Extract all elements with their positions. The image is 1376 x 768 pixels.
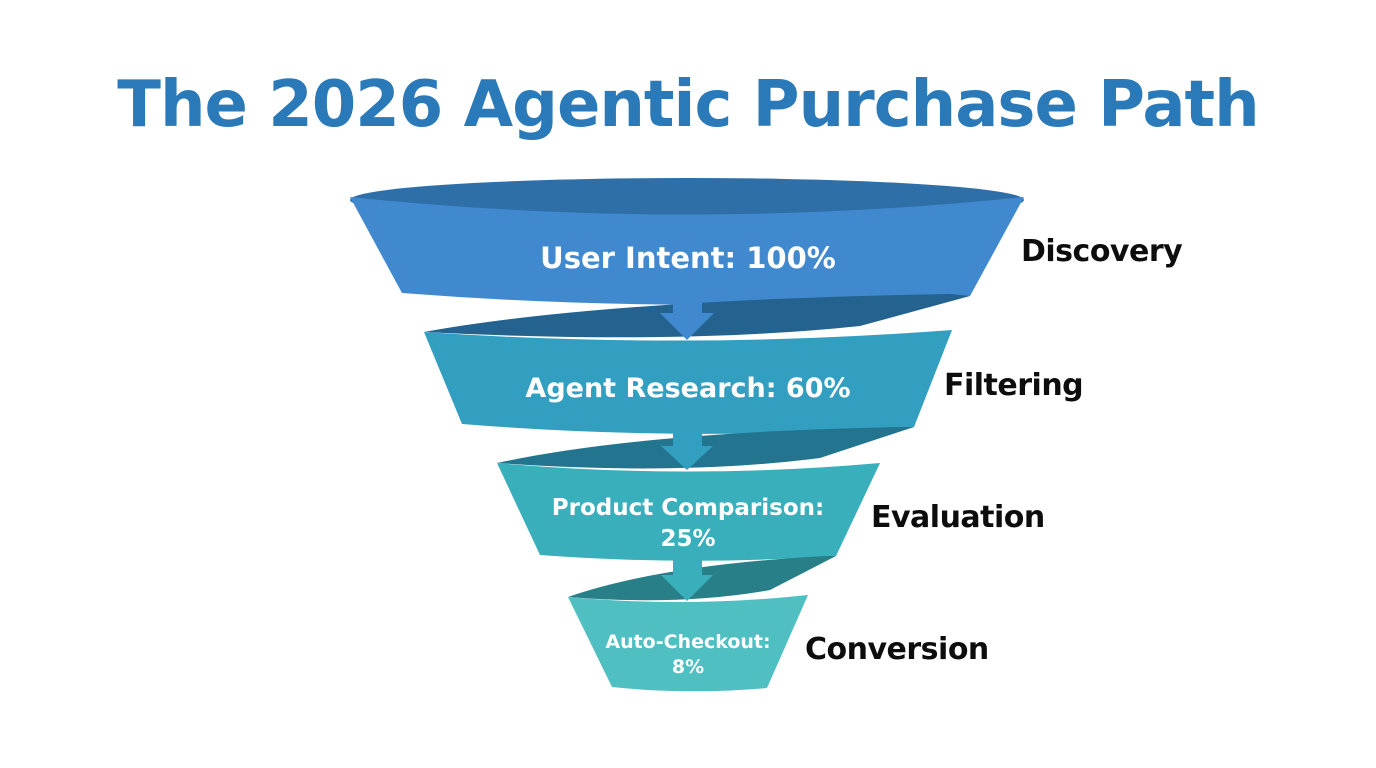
stage-1-body	[350, 197, 1024, 305]
chart-title: The 2026 Agentic Purchase Path	[117, 68, 1259, 142]
arrow-down-icon	[661, 560, 713, 601]
funnel-stage-agent-research: Agent Research: 60%	[424, 330, 952, 434]
phase-label-filtering: Filtering	[944, 368, 1084, 403]
arrow-down-icon	[661, 432, 713, 470]
phase-label-evaluation: Evaluation	[871, 500, 1045, 535]
stage-4-label-line-1: Auto-Checkout:	[605, 631, 770, 653]
funnel-stage-auto-checkout: Auto-Checkout: 8%	[568, 595, 808, 692]
stage-2-label: Agent Research: 60%	[525, 373, 850, 404]
stage-3-body	[497, 463, 880, 561]
phase-label-discovery: Discovery	[1021, 234, 1183, 269]
arrow-down-icon	[660, 298, 714, 340]
funnel-stage-product-comparison: Product Comparison: 25%	[497, 463, 880, 561]
stage-3-label-line-2: 25%	[660, 526, 715, 552]
stage-4-label-line-2: 8%	[672, 656, 704, 678]
stage-2-body	[424, 330, 952, 434]
phase-label-conversion: Conversion	[805, 632, 989, 667]
stage-1-label: User Intent: 100%	[540, 241, 836, 275]
stage-4-body	[568, 595, 808, 692]
funnel-stage-user-intent: User Intent: 100%	[350, 178, 1024, 305]
stage-3-label-line-1: Product Comparison:	[552, 495, 824, 521]
